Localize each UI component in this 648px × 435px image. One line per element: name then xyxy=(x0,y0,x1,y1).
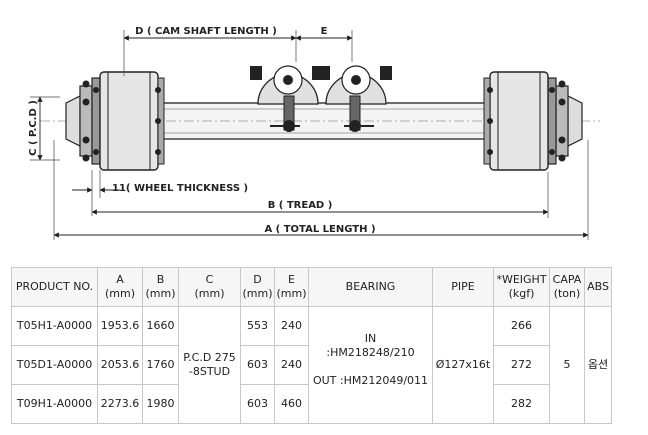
header-a: A(mm) xyxy=(97,267,143,307)
header-abs: ABS xyxy=(584,267,612,307)
header-capa: CAPA(ton) xyxy=(549,267,585,307)
spec-table: PRODUCT NO. A(mm) B(mm) C(mm) D(mm) E(mm… xyxy=(11,267,612,424)
left-hub-assembly xyxy=(65,71,165,171)
cell-weight: 266 xyxy=(493,306,550,346)
dim-wheel-thickness: 11( WHEEL THICKNESS ) xyxy=(72,170,248,216)
left-slack-adjuster xyxy=(250,65,324,132)
header-d: D(mm) xyxy=(240,267,275,307)
right-slack-adjuster xyxy=(318,65,392,132)
header-e: E(mm) xyxy=(274,267,309,307)
cell-product: T05H1-A0000 xyxy=(11,306,98,346)
dim-cam-shaft: D ( CAM SHAFT LENGTH ) E xyxy=(123,26,353,76)
header-bearing: BEARING xyxy=(308,267,433,307)
cell-a: 1953.6 xyxy=(97,306,143,346)
cell-weight: 272 xyxy=(493,345,550,385)
cell-a: 2053.6 xyxy=(97,345,143,385)
header-product: PRODUCT NO. xyxy=(11,267,98,307)
cell-product: T05D1-A0000 xyxy=(11,345,98,385)
axle-diagram: D ( CAM SHAFT LENGTH ) E C ( P.C.D ) 11(… xyxy=(28,26,600,240)
cell-d: 603 xyxy=(240,345,275,385)
table-header-row: PRODUCT NO. A(mm) B(mm) C(mm) D(mm) E(mm… xyxy=(11,267,612,307)
header-weight: *WEIGHT(kgf) xyxy=(493,267,550,307)
cell-e: 460 xyxy=(274,384,309,424)
cell-d: 603 xyxy=(240,384,275,424)
table-row: T05D1-A0000 2053.6 1760 603 240 272 xyxy=(11,345,612,385)
cell-pipe-merged: Ø127x16t xyxy=(432,306,494,424)
right-hub-assembly xyxy=(483,71,583,171)
cell-c-merged: P.C.D 275-8STUD xyxy=(178,306,241,424)
cell-e: 240 xyxy=(274,306,309,346)
cell-product: T09H1-A0000 xyxy=(11,384,98,424)
cell-b: 1660 xyxy=(142,306,179,346)
dim-total-length: A ( TOTAL LENGTH ) xyxy=(53,140,589,240)
dim-tread: B ( TREAD ) xyxy=(91,172,549,218)
cell-b: 1980 xyxy=(142,384,179,424)
cell-a: 2273.6 xyxy=(97,384,143,424)
axle-beam xyxy=(40,102,600,140)
label-total-length: A ( TOTAL LENGTH ) xyxy=(264,224,375,235)
label-tread: B ( TREAD ) xyxy=(268,200,333,211)
cell-b: 1760 xyxy=(142,345,179,385)
cell-abs-merged: 옵션 xyxy=(584,306,612,424)
label-e: E xyxy=(321,26,328,37)
label-cam-shaft-length: D ( CAM SHAFT LENGTH ) xyxy=(135,26,277,37)
header-pipe: PIPE xyxy=(432,267,494,307)
dim-pcd: C ( P.C.D ) xyxy=(28,96,60,161)
table-row: T05H1-A0000 1953.6 1660 P.C.D 275-8STUD … xyxy=(11,306,612,424)
cell-bearing-merged: IN :HM218248/210 OUT :HM212049/011 xyxy=(308,306,433,424)
table-row: T09H1-A0000 2273.6 1980 603 460 282 xyxy=(11,384,612,424)
cell-d: 553 xyxy=(240,306,275,346)
cell-weight: 282 xyxy=(493,384,550,424)
label-pcd: C ( P.C.D ) xyxy=(28,100,39,156)
header-c: C(mm) xyxy=(178,267,241,307)
label-wheel-thickness: 11( WHEEL THICKNESS ) xyxy=(112,183,248,194)
header-b: B(mm) xyxy=(142,267,179,307)
cell-capa-merged: 5 xyxy=(549,306,585,424)
cell-e: 240 xyxy=(274,345,309,385)
